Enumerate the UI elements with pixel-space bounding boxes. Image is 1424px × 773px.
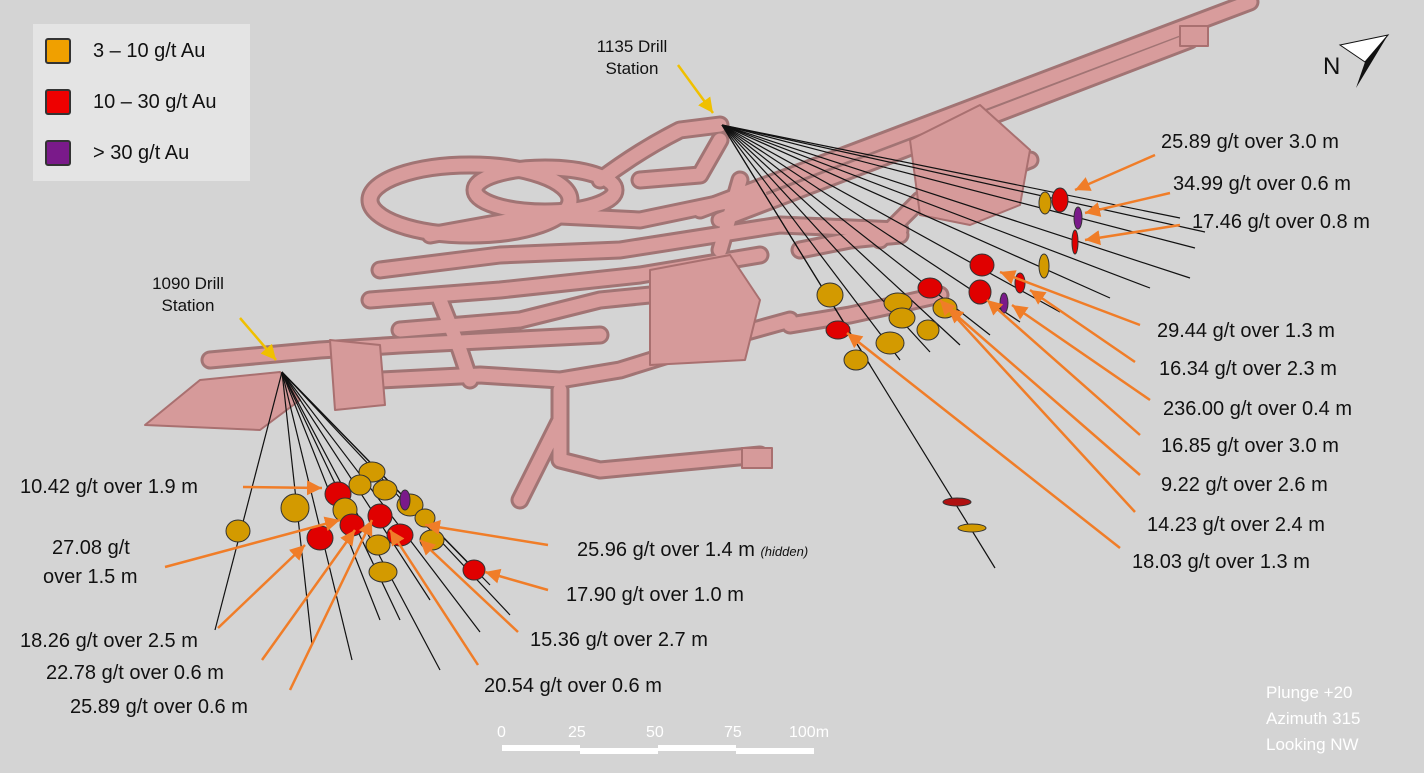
intercept-label: 25.96 g/t over 1.4 m (hidden): [577, 539, 808, 563]
station-label-line: Station: [161, 296, 215, 315]
view-info: Plunge +20 Azimuth 315 Looking NW: [1266, 680, 1361, 758]
intercept-label: 16.34 g/t over 2.3 m: [1159, 358, 1337, 380]
station-1090-label: 1090 Drill Station: [138, 273, 238, 317]
legend-item: > 30 g/t Au: [45, 138, 189, 168]
station-label-line: 1135 Drill: [596, 37, 668, 56]
legend-swatch-icon: [45, 38, 71, 64]
intercept-label: 16.85 g/t over 3.0 m: [1161, 435, 1339, 457]
intercept-label: 236.00 g/t over 0.4 m: [1163, 398, 1353, 420]
intercept-label: 18.03 g/t over 1.3 m: [1132, 551, 1310, 573]
intercept-label: 17.90 g/t over 1.0 m: [566, 584, 744, 606]
intercept-label-text: 25.96 g/t over 1.4 m: [577, 539, 755, 561]
north-arrow-icon: [1338, 34, 1390, 88]
intercept-label: 20.54 g/t over 0.6 m: [484, 675, 662, 697]
legend-label: 3 – 10 g/t Au: [93, 39, 206, 62]
intercept-label: 15.36 g/t over 2.7 m: [530, 629, 708, 651]
scale-label: 0: [497, 724, 506, 741]
view-azimuth: Azimuth 315: [1266, 709, 1361, 728]
legend-swatch-icon: [45, 89, 71, 115]
legend: 3 – 10 g/t Au 10 – 30 g/t Au > 30 g/t Au: [33, 24, 250, 181]
intercept-label: 17.46 g/t over 0.8 m: [1192, 211, 1370, 233]
intercept-label: 25.89 g/t over 0.6 m: [70, 696, 248, 718]
scale-label: 50: [646, 724, 664, 741]
scale-label: 75: [724, 724, 742, 741]
view-direction: Looking NW: [1266, 735, 1359, 754]
station-label-line: 1090 Drill: [152, 274, 224, 293]
intercept-label: 27.08 g/t: [52, 537, 130, 559]
leader-arrows: [164, 153, 1181, 691]
station-label-line: Station: [605, 59, 659, 78]
intercept-label: 29.44 g/t over 1.3 m: [1157, 320, 1335, 342]
legend-item: 3 – 10 g/t Au: [45, 36, 205, 66]
hidden-note: (hidden): [760, 544, 809, 559]
intercept-label: 22.78 g/t over 0.6 m: [46, 662, 224, 684]
intercept-label: 10.42 g/t over 1.9 m: [20, 476, 198, 498]
view-plunge: Plunge +20: [1266, 683, 1353, 702]
legend-swatch-icon: [45, 140, 71, 166]
intercept-label: 25.89 g/t over 3.0 m: [1161, 131, 1339, 153]
legend-label: 10 – 30 g/t Au: [93, 90, 217, 113]
intercept-label: 9.22 g/t over 2.6 m: [1161, 474, 1328, 496]
scale-label: 100m: [789, 724, 830, 741]
intercept-label: 18.26 g/t over 2.5 m: [20, 630, 198, 652]
scale-label: 25: [568, 724, 586, 741]
north-label: N: [1323, 53, 1341, 80]
legend-item: 10 – 30 g/t Au: [45, 87, 216, 117]
intercepts-right: [816, 187, 1083, 533]
intercept-label: 34.99 g/t over 0.6 m: [1173, 173, 1351, 195]
intercept-label: 14.23 g/t over 2.4 m: [1147, 514, 1325, 536]
station-1135-label: 1135 Drill Station: [582, 36, 682, 80]
station-arrows: [239, 64, 715, 361]
legend-label: > 30 g/t Au: [93, 141, 190, 164]
intercept-label: over 1.5 m: [43, 566, 138, 588]
underground-workings: [144, 0, 1260, 510]
scale-bar: [502, 745, 814, 754]
